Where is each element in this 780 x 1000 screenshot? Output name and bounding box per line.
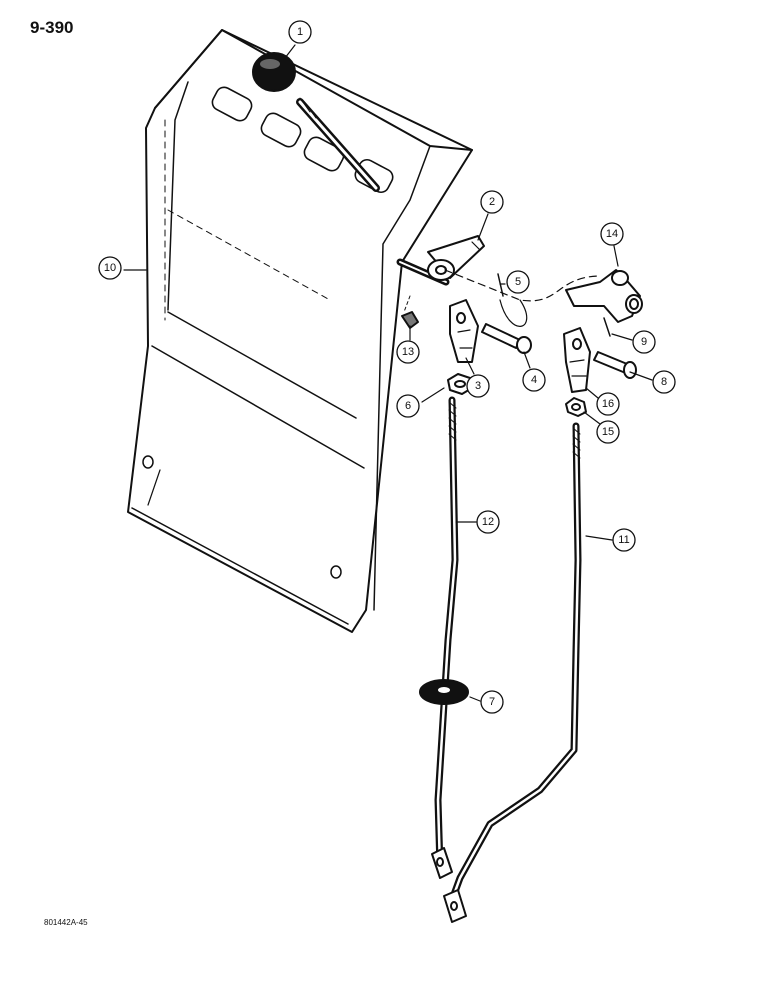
shift-knob xyxy=(252,52,296,92)
shift-rod-left xyxy=(434,396,459,872)
lever-arm xyxy=(427,235,485,281)
rubber-boot xyxy=(419,679,469,705)
callout-8: 8 xyxy=(661,376,667,388)
callout-7: 7 xyxy=(489,696,495,708)
clevis-pin-left xyxy=(481,323,532,354)
callout-5: 5 xyxy=(515,276,521,288)
callout-4: 4 xyxy=(531,374,537,386)
callout-6: 6 xyxy=(405,400,411,412)
bellcrank xyxy=(565,269,643,323)
callout-12: 12 xyxy=(482,516,494,528)
callout-13: 13 xyxy=(402,346,414,358)
callout-3: 3 xyxy=(475,380,481,392)
rod-end-left xyxy=(431,847,453,879)
console-housing xyxy=(127,29,473,633)
clevis-yoke-right xyxy=(563,327,591,393)
lock-nut-left xyxy=(447,373,473,395)
callout-11: 11 xyxy=(618,534,629,546)
clevis-yoke-left xyxy=(449,299,479,363)
callout-16: 16 xyxy=(602,398,614,410)
callout-1: 1 xyxy=(297,26,303,38)
lock-nut-right xyxy=(565,397,587,417)
callout-9: 9 xyxy=(641,336,647,348)
rod-end-right xyxy=(443,889,467,923)
drawing-code: 801442A-45 xyxy=(44,918,88,927)
callout-2: 2 xyxy=(489,196,495,208)
clip xyxy=(401,311,419,329)
callout-10: 10 xyxy=(104,262,116,274)
page-number: 9-390 xyxy=(30,18,74,37)
callout-15: 15 xyxy=(602,426,614,438)
clevis-pin-right xyxy=(593,351,637,379)
shift-rod-right xyxy=(448,422,582,904)
callout-14: 14 xyxy=(606,228,618,240)
